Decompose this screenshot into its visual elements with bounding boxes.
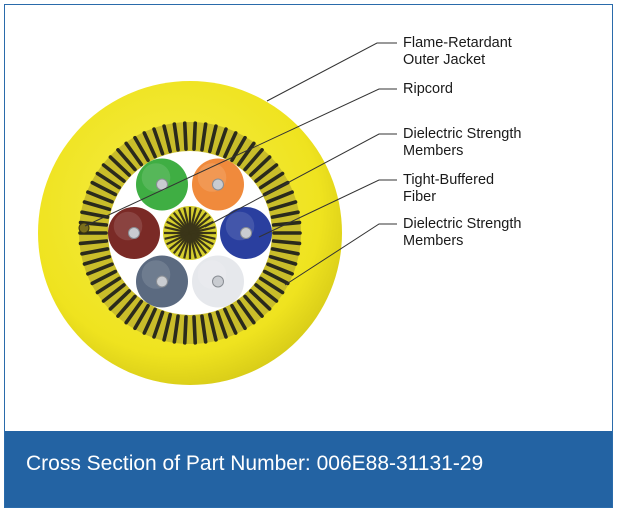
aramid-strand (215, 310, 228, 339)
fiber-orange (192, 158, 244, 211)
outer-strength-members (78, 121, 302, 345)
aramid-strand (254, 283, 279, 303)
label-outer-strength-members: Dielectric Strength Members (403, 216, 522, 249)
caption: Cross Section of Part Number: 006E88-311… (26, 452, 484, 475)
aramid-strand (268, 254, 298, 266)
aramid-strand (236, 141, 256, 167)
aramid-strand (78, 239, 109, 246)
aramid-strand (80, 247, 110, 256)
fiber-core (156, 275, 168, 288)
aramid-strand (243, 148, 264, 172)
aramid-strand (223, 307, 238, 335)
label-tight-buffered-fiber: Tight-Buffered Fiber (403, 172, 495, 205)
aramid-strand (80, 210, 110, 219)
aramid-strand (116, 294, 137, 318)
aramid-strand (172, 122, 180, 152)
aramid-strand (90, 269, 118, 286)
aramid-strand (268, 200, 298, 212)
aramid-strand (270, 247, 300, 256)
aramid-strand (248, 289, 272, 311)
aramid-strand (258, 276, 285, 295)
aramid-strand (200, 122, 208, 152)
aramid-strand (162, 312, 172, 342)
aramid-strand (95, 171, 122, 190)
aramid-strand (152, 127, 165, 156)
aramid-strand (262, 269, 290, 286)
aramid-strand (124, 299, 144, 325)
aramid-strand (172, 314, 180, 344)
label-outer-jacket: Flame-Retardant Outer Jacket (403, 35, 512, 68)
aramid-strand (82, 200, 112, 212)
aramid-strand (142, 307, 157, 335)
aramid-strand (248, 155, 272, 177)
aramid-strand (108, 289, 132, 311)
aramid-strand (208, 312, 218, 342)
leader-line (84, 88, 397, 227)
aramid-strand (243, 294, 264, 318)
aramid-strand (236, 299, 256, 325)
aramid-strand (86, 190, 114, 204)
leader-lines (84, 42, 397, 286)
fiber-white (192, 255, 244, 308)
aramid-strand (270, 210, 300, 219)
aramid-strand (208, 124, 218, 154)
center-strength-members (164, 207, 216, 259)
aramid-strand (266, 190, 294, 204)
aramid-strand (182, 121, 188, 151)
aramid-strand (90, 180, 118, 197)
fiber-core (128, 227, 140, 239)
aramid-strand (223, 131, 238, 159)
fiber-core (212, 178, 224, 191)
aramid-strand (230, 303, 247, 331)
fiber-core (212, 275, 224, 288)
aramid-strand (142, 131, 157, 159)
aramid-strand (133, 303, 150, 331)
fiber-blue (220, 207, 272, 259)
fiber-brown (108, 207, 160, 259)
leader-line (204, 133, 397, 228)
center-strand (189, 226, 216, 235)
fiber-core (240, 227, 252, 239)
aramid-strand (124, 141, 144, 167)
aramid-strand (162, 124, 172, 154)
aramid-strand (86, 262, 114, 276)
leader-line (258, 179, 397, 238)
aramid-strand (254, 163, 279, 183)
aramid-strand (95, 276, 122, 295)
aramid-strand (192, 315, 198, 345)
aramid-strand (258, 171, 285, 190)
label-center-strength-members: Dielectric Strength Members (403, 126, 522, 159)
aramid-strand (192, 121, 198, 151)
aramid-strand (182, 315, 188, 345)
fiber-slate (136, 255, 188, 308)
diagram-frame: Flame-Retardant Outer Jacket Ripcord Die… (4, 4, 613, 508)
aramid-strand (108, 155, 132, 177)
aramid-strand (101, 283, 126, 303)
aramid-strand (133, 135, 150, 163)
leader-line (266, 42, 397, 102)
aramid-strand (266, 262, 294, 276)
label-ripcord: Ripcord (403, 81, 453, 97)
aramid-strand (215, 127, 228, 156)
aramid-strand (200, 314, 208, 344)
caption-bar: Cross Section of Part Number: 006E88-311… (5, 431, 612, 507)
aramid-strand (82, 254, 112, 266)
fiber-green (136, 158, 188, 211)
leader-line (284, 223, 397, 286)
aramid-strand (271, 239, 302, 246)
aramid-strand (152, 310, 165, 339)
aramid-strand (116, 148, 137, 172)
tight-buffered-fibers (108, 158, 272, 308)
aramid-strand (101, 163, 126, 183)
cable-cross-section (38, 42, 397, 385)
